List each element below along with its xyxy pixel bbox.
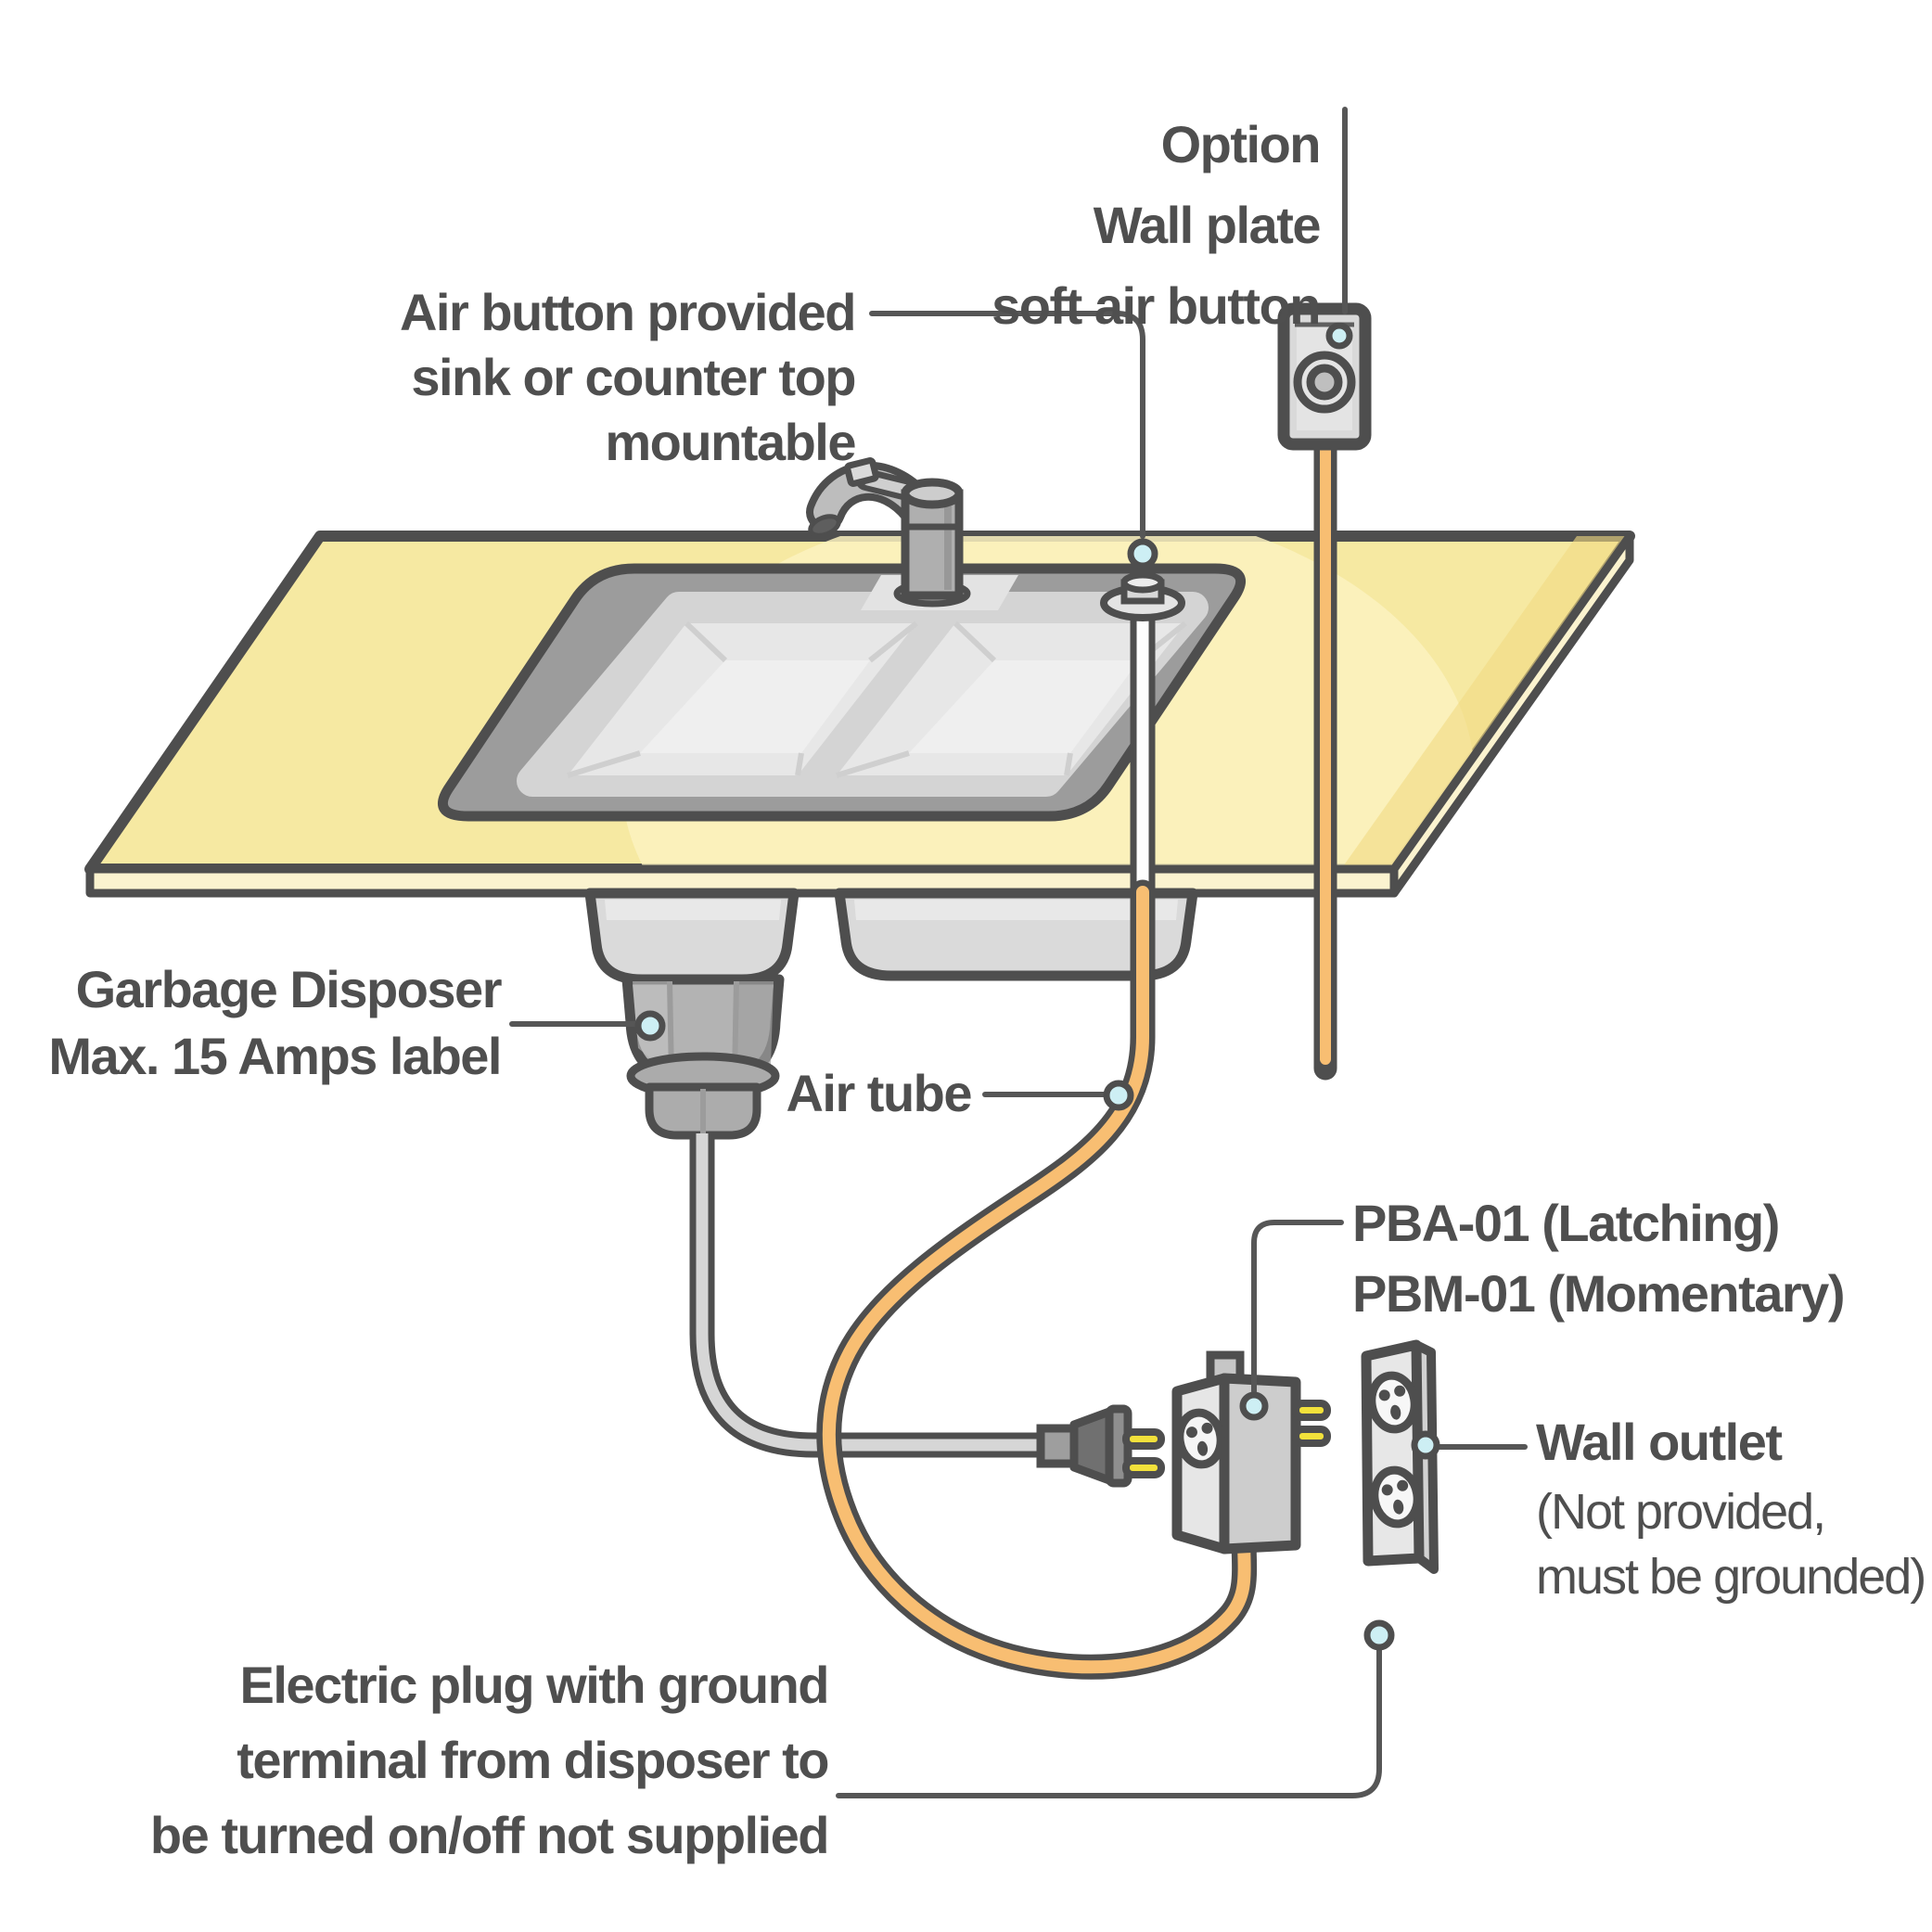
control-unit-front <box>1219 1373 1301 1555</box>
control-unit-prong-top <box>1292 1400 1331 1421</box>
garbage-disposer <box>621 974 785 1140</box>
label-air-tube: Air tube <box>786 1064 971 1122</box>
plug-body <box>1069 1407 1114 1485</box>
countertop-front-face <box>85 864 1399 898</box>
plug-grip <box>1036 1424 1079 1468</box>
faucet-handle-tip <box>844 457 879 487</box>
label-wall-outlet-line3: must be grounded) <box>1536 1549 1925 1605</box>
dot-air-tube <box>1103 1080 1134 1111</box>
label-electric-plug-line3: be turned on/off not supplied <box>150 1806 828 1864</box>
label-electric-plug-line1: Electric plug with ground <box>240 1656 829 1714</box>
plug-prong-bottom <box>1122 1457 1165 1478</box>
wall-outlet <box>1361 1339 1439 1574</box>
label-electric-plug-line2: terminal from disposer to <box>237 1731 828 1789</box>
label-garbage-line2: Max. 15 Amps label <box>48 1027 501 1085</box>
wall-plate-button <box>1306 364 1343 401</box>
air-button <box>1100 571 1185 621</box>
dot-air-button <box>1127 538 1158 569</box>
air-tube <box>816 879 1258 1680</box>
dot-electric-plug <box>1363 1619 1395 1651</box>
wall-outlet-socket-bottom <box>1370 1465 1422 1529</box>
sink <box>438 563 1246 822</box>
leader-electric-plug <box>836 1646 1382 1798</box>
countertop-edge-shade <box>1341 536 1630 869</box>
label-air-button-line3: mountable <box>605 413 855 471</box>
air-tube-through-counter <box>1130 614 1156 892</box>
dot-garbage <box>634 1010 666 1042</box>
leader-switch-model <box>1251 1220 1344 1394</box>
label-wall-outlet-line1: Wall outlet <box>1536 1413 1782 1471</box>
label-air-button-line2: sink or counter top <box>411 348 855 406</box>
dot-control-unit <box>1239 1391 1269 1421</box>
wall-outlet-socket-top <box>1367 1371 1419 1434</box>
leader-air-button <box>869 311 1145 539</box>
label-switch-model-line1: PBA-01 (Latching) <box>1352 1194 1779 1252</box>
faucet <box>806 457 971 608</box>
electric-plug <box>1036 1404 1165 1488</box>
label-air-button-line1: Air button provided <box>400 283 855 341</box>
sink-bowl-right <box>836 621 1187 778</box>
control-unit-socket <box>1175 1408 1225 1469</box>
under-sink-tubs <box>584 888 1198 985</box>
label-option-line2: Wall plate <box>1094 196 1321 254</box>
label-wall-outlet-line2: (Not provided, <box>1536 1484 1824 1540</box>
label-garbage-line1: Garbage Disposer <box>76 960 502 1018</box>
faucet-cap <box>901 478 964 509</box>
labels: Option Wall plate soft air button Air bu… <box>48 115 1926 1864</box>
leader-lines <box>509 107 1528 1798</box>
plug-prong-top <box>1122 1428 1165 1450</box>
label-switch-model-line2: PBM-01 (Momentary) <box>1352 1264 1844 1323</box>
power-cord <box>689 1133 1050 1458</box>
control-unit-prong-bottom <box>1292 1426 1331 1447</box>
label-option-line3: soft air button <box>992 276 1320 335</box>
control-unit <box>1171 1350 1331 1555</box>
sink-bowl-left <box>567 621 918 778</box>
faucet-spout-tip <box>808 514 841 538</box>
label-option-line1: Option <box>1161 115 1320 173</box>
dot-wall-plate <box>1325 322 1353 350</box>
dot-wall-outlet <box>1411 1430 1440 1460</box>
